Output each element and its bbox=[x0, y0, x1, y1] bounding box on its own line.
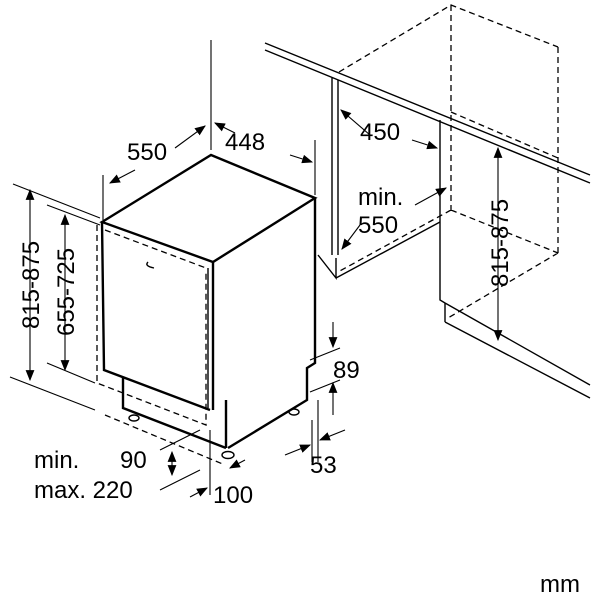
plinth-min-label: min. bbox=[34, 447, 79, 474]
foot-icon bbox=[221, 450, 235, 460]
niche-height-label: 815-875 bbox=[487, 199, 514, 287]
foot-icon bbox=[128, 414, 140, 422]
depth-label: 550 bbox=[127, 139, 167, 166]
kitchen-niche bbox=[264, 4, 591, 399]
foot-offset-label: 53 bbox=[310, 452, 337, 479]
plinth-max-label: max. 220 bbox=[34, 477, 133, 504]
plinth-offset-label: 100 bbox=[213, 482, 253, 509]
plinth-min-value: 90 bbox=[120, 447, 147, 474]
door-height-label: 655-725 bbox=[53, 248, 80, 336]
foot-height-label: 89 bbox=[333, 357, 360, 384]
total-height-label: 815-875 bbox=[18, 241, 45, 329]
width-label: 448 bbox=[225, 129, 265, 156]
niche-width-label: 450 bbox=[360, 119, 400, 146]
foot-icon bbox=[288, 408, 300, 416]
unit-label: mm bbox=[540, 571, 580, 598]
niche-depth-min-label: min. bbox=[358, 184, 403, 211]
door-handle-icon bbox=[146, 261, 155, 269]
dishwasher bbox=[96, 153, 318, 466]
dimension-lines bbox=[9, 40, 503, 498]
niche-depth-label: 550 bbox=[358, 212, 398, 239]
